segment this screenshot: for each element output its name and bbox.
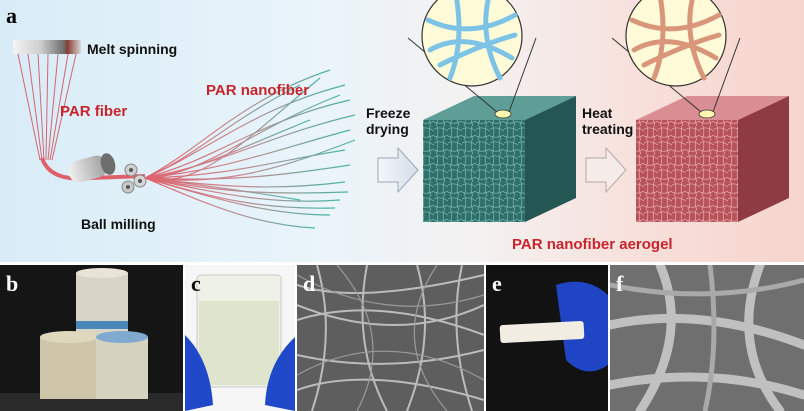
photo-panel-b: b xyxy=(0,265,183,411)
teal-magnified-view xyxy=(407,0,537,113)
spinneret xyxy=(13,40,81,54)
spun-filaments xyxy=(17,53,77,161)
photo-panel-c: c xyxy=(185,265,295,411)
label-freeze-drying: Freeze drying xyxy=(366,105,426,137)
label-melt-spinning: Melt spinning xyxy=(87,41,178,57)
panel-label-a: a xyxy=(6,3,17,28)
photo-panel-d: d xyxy=(297,265,484,411)
panel-label-e: e xyxy=(492,271,502,296)
label-drying: drying xyxy=(366,121,409,138)
freeze-drying-arrow xyxy=(377,146,419,194)
photo-panel-f: f xyxy=(610,265,804,411)
schematic-panel-a: a Melt spinning PAR fiber PAR nanofiber … xyxy=(0,0,804,262)
schematic-drawing xyxy=(13,0,789,229)
aerogel-sample-image xyxy=(486,265,608,411)
panel-label-b: b xyxy=(6,271,19,296)
beaker-image xyxy=(185,265,295,411)
label-par-fiber: PAR fiber xyxy=(60,103,128,120)
label-ball-milling: Ball milling xyxy=(81,216,156,232)
red-magnified-view xyxy=(611,0,741,113)
teal-aerogel-cube xyxy=(423,96,576,222)
sem-closeup-image xyxy=(610,265,804,411)
panel-label-d: d xyxy=(303,271,316,296)
roller xyxy=(68,155,108,183)
red-aerogel-cube xyxy=(636,96,789,222)
photo-panel-e: e xyxy=(486,265,608,411)
label-aerogel: PAR nanofiber aerogel xyxy=(512,236,673,253)
label-treating: treating xyxy=(582,121,634,138)
label-par-nanofiber: PAR nanofiber xyxy=(206,82,310,99)
milling-balls xyxy=(121,163,147,194)
nanofiber-spread xyxy=(144,69,356,229)
label-freeze: Freeze xyxy=(366,105,411,121)
panel-label-f: f xyxy=(616,271,624,296)
yarn-spools-image xyxy=(0,265,183,411)
panel-label-c: c xyxy=(191,271,201,296)
heat-treating-arrow xyxy=(585,146,627,194)
sem-nanofiber-image xyxy=(297,265,484,411)
label-heat: Heat xyxy=(582,105,613,121)
label-heat-treating: Heat treating xyxy=(582,105,652,137)
